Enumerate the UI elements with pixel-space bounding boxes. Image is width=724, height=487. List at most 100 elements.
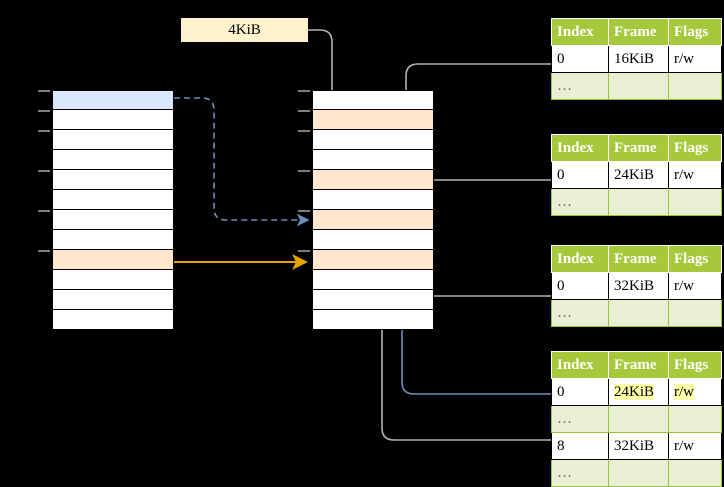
page-table-level-3-header-frame: Frame [608,245,669,273]
stack-tick [298,110,310,112]
page-table-level-3-row: … [551,299,722,327]
virtual-address-space-row [52,250,174,270]
page-table-level-4-cell: r/w [668,378,722,406]
physical-address-space-row [312,250,434,270]
virtual-address-space-row [52,90,174,110]
wire-table1-to-frame [399,63,551,184]
page-table-level-2-cell [668,188,722,216]
virtual-address-space-row [52,310,174,330]
physical-address-space-row [312,170,434,190]
physical-address-space-row [312,230,434,250]
page-table-level-4-header-index: Index [551,351,609,379]
page-table-level-4-cell [608,459,669,487]
page-table-level-4-row: … [551,405,722,433]
page-table-level-3-cell [608,299,669,327]
page-table-level-1-cell: r/w [668,45,722,73]
stack-tick [298,130,310,132]
highlighted-value: r/w [674,383,694,400]
wire-table2-to-frame [411,179,551,220]
page-table-level-2-cell [608,188,669,216]
stack-tick [38,210,50,212]
page-table-level-1-cell: … [551,72,609,100]
page-table-level-2-header-flags: Flags [668,134,722,162]
physical-address-space-row [312,110,434,130]
page-table-level-4-cell: … [551,405,609,433]
page-table-level-4-cell [668,405,722,433]
virtual-address-space-row [52,190,174,210]
physical-address-space-column [312,90,434,330]
page-table-level-1-row: … [551,72,722,100]
page-size-label: 4KiB [181,18,308,42]
page-table-level-2-cell: … [551,188,609,216]
page-table-level-1-cell: 0 [551,45,609,73]
physical-address-space-row [312,150,434,170]
page-table-level-2-cell: r/w [668,161,722,189]
page-table-level-2-header-frame: Frame [608,134,669,162]
page-table-level-3-cell: 0 [551,272,609,300]
stack-tick [38,110,50,112]
physical-address-space-row [312,130,434,150]
page-table-level-3-cell: 32KiB [608,272,669,300]
virtual-address-space-row [52,170,174,190]
virtual-address-space-row [52,110,174,130]
physical-address-space-row [312,290,434,310]
page-table-level-1-header-flags: Flags [668,18,722,46]
virtual-address-space-row [52,290,174,310]
wire-virtual-page-to-frame [174,97,310,227]
page-table-level-2-header-index: Index [551,134,609,162]
stack-tick [38,170,50,172]
stack-tick [298,170,310,172]
virtual-address-space-row [52,210,174,230]
stack-tick [298,210,310,212]
page-table-level-3-cell: … [551,299,609,327]
page-table-level-4-cell: 32KiB [608,432,669,460]
page-table-level-3-header-index: Index [551,245,609,273]
page-table-level-3-cell [668,299,722,327]
stack-tick [38,90,50,92]
physical-address-space-row [312,270,434,290]
page-table-level-4-cell: r/w [668,432,722,460]
page-table-level-4-header-frame: Frame [608,351,669,379]
page-table-level-1-header-frame: Frame [608,18,669,46]
virtual-address-space-row [52,130,174,150]
page-table-level-2-cell: 0 [551,161,609,189]
wire-table4-row0-to-frame [395,216,551,395]
page-table-level-4-cell [608,405,669,433]
stack-tick [38,130,50,132]
physical-address-space-row [312,190,434,210]
page-table-level-1-cell: 16KiB [608,45,669,73]
physical-address-space-row [312,310,434,330]
page-table-level-1-cell [668,72,722,100]
page-table-level-1-header-index: Index [551,18,609,46]
page-table-level-3-cell: r/w [668,272,722,300]
wire-table4-row8-to-frame [375,270,551,441]
page-table-level-4-cell: … [551,459,609,487]
stack-tick [298,250,310,252]
page-table-level-3-header-flags: Flags [668,245,722,273]
physical-address-space-row [312,90,434,110]
wire-label-to-frame [308,29,339,114]
virtual-address-space-column [52,90,174,330]
page-table-level-4-row: … [551,459,722,487]
virtual-address-space-row [52,270,174,290]
stack-tick [298,90,310,92]
physical-address-space-row [312,210,434,230]
virtual-address-space-row [52,230,174,250]
highlighted-value: 24KiB [614,383,655,400]
page-table-level-4-cell [668,459,722,487]
page-table-level-2-cell: 24KiB [608,161,669,189]
page-table-level-4-cell: 0 [551,378,609,406]
page-table-level-4-cell: 24KiB [608,378,669,406]
page-table-level-4-cell: 8 [551,432,609,460]
stack-tick [38,250,50,252]
page-table-level-1-cell [608,72,669,100]
